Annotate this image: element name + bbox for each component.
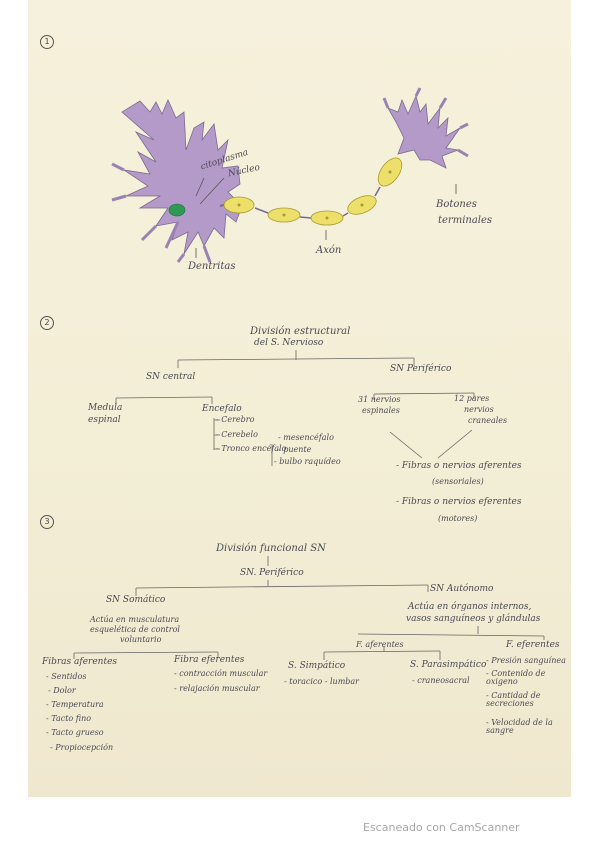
encefalo-item-1: - Cerebro — [216, 415, 255, 424]
s3-aferentes-item-1: - Sentidos — [46, 672, 87, 681]
s3-parasimpatico-item: - craneosacral — [412, 676, 470, 685]
section2-title-2: del S. Nervioso — [254, 338, 324, 348]
craneales-2: nervios — [464, 405, 494, 414]
label-dentritas: Dentritas — [188, 261, 236, 272]
s3-aferentes-item-5: - Tacto grueso — [46, 728, 104, 737]
s3-aferentes-item-3: - Temperatura — [46, 700, 104, 709]
medula-2: espinal — [88, 415, 121, 425]
axon-terminal — [382, 87, 469, 169]
somatico-desc-3: voluntario — [120, 635, 162, 644]
label-axon: Axón — [316, 245, 342, 256]
fibras-aferentes-1: - Fibras o nervios aferentes — [396, 461, 522, 471]
fibras-eferentes-1: - Fibras o nervios eferentes — [396, 497, 522, 507]
tronco-item-2: - puente — [278, 445, 312, 454]
autonomo-desc-1: Actúa en órganos internos, — [408, 602, 532, 612]
s3-fibras-aferentes: Fibras aferentes — [42, 657, 118, 667]
encefalo-item-3: - Tronco encéfalo — [216, 444, 287, 453]
somatico-desc-1: Actúa en musculatura — [90, 615, 180, 624]
craneales-1: 12 pares — [454, 394, 490, 403]
sn-periferico: SN Periférico — [390, 364, 452, 374]
neuron-drawing — [73, 87, 545, 660]
s3-eferentes-aut-item-1: - Presión sanguínea — [486, 656, 566, 665]
encefalo-item-2: - Cerebelo — [216, 430, 258, 439]
section3-periferico: SN. Periférico — [240, 568, 304, 578]
section-number-3: 3 — [40, 515, 54, 529]
sn-central: SN central — [146, 372, 196, 382]
s3-aferentes-item-2: - Dolor — [48, 686, 76, 695]
s3-eferentes-aut-item-3: - Cantidad de secreciones — [486, 691, 541, 709]
medula-1: Medula — [88, 403, 123, 413]
s3-aferentes-item-4: - Tacto fino — [46, 714, 92, 723]
s3-eferentes-item-2: - relajación muscular — [174, 684, 260, 693]
section2-tree-lines — [115, 350, 475, 466]
sn-autonomo: SN Autónomo — [430, 584, 494, 594]
section-number-2: 2 — [40, 316, 54, 330]
s3-eferentes-aut-item-4: - Velocidad de la sangre — [486, 718, 553, 736]
s3-eferentes-item-1: - contracción muscular — [174, 669, 268, 678]
section3-title: División funcional SN — [216, 543, 326, 554]
fibras-eferentes-2: (motores) — [438, 514, 478, 523]
fibras-aferentes-2: (sensoriales) — [432, 477, 484, 486]
craneales-3: craneales — [468, 416, 508, 425]
section2-title-1: División estructural — [250, 326, 351, 337]
sn-somatico: SN Somático — [106, 595, 166, 605]
s3-eferentes-aut-item-2: - Contenido de oxigeno — [486, 669, 546, 687]
autonomo-desc-2: vasos sanguíneos y glándulas — [406, 614, 541, 624]
label-botones-1: Botones — [436, 199, 477, 210]
s3-aferentes-item-6: - Propiocepción — [50, 743, 114, 752]
section3-tree-lines — [73, 556, 545, 660]
neuron-soma — [111, 99, 243, 263]
tronco-item-1: - mesencéfalo — [278, 433, 334, 442]
label-botones-2: terminales — [438, 215, 493, 226]
somatico-desc-2: esquelética de control — [90, 625, 180, 634]
tronco-item-3: - bulbo raquídeo — [274, 457, 341, 466]
s3-parasimpatico: S. Parasimpático — [410, 660, 487, 670]
espinales-1: 31 nervios — [358, 395, 401, 404]
camscanner-footer: Escaneado con CamScanner — [363, 821, 520, 834]
espinales-2: espinales — [362, 406, 400, 415]
encefalo: Encefalo — [202, 404, 242, 414]
neuron-nucleus — [168, 203, 186, 217]
s3-f-eferentes: F. eferentes — [506, 640, 560, 650]
s3-f-aferentes: F. aferentes — [356, 640, 404, 649]
s3-fibra-eferentes: Fibra eferentes — [174, 655, 245, 665]
s3-simpatico-item: - toracico - lumbar — [284, 677, 360, 686]
section-number-1: 1 — [40, 35, 54, 49]
scanned-paper: 1 — [28, 0, 571, 797]
s3-simpatico: S. Simpático — [288, 661, 346, 671]
